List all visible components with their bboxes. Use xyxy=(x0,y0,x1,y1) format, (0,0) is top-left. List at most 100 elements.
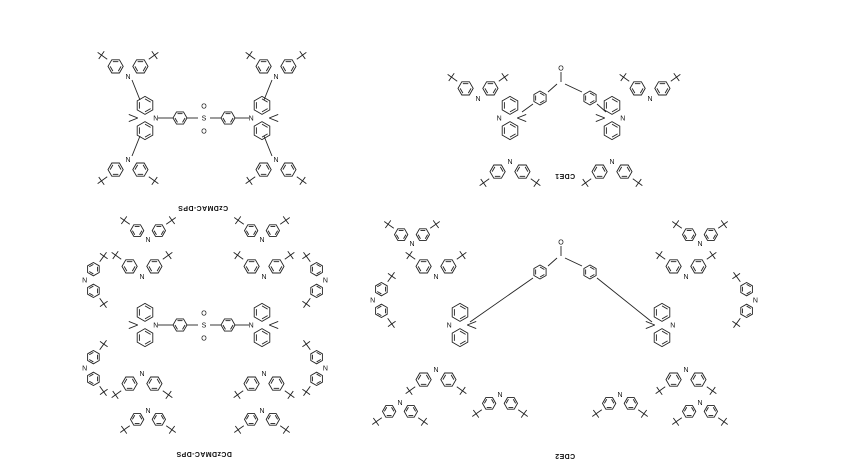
tert-butyl-bond xyxy=(303,391,307,397)
tert-butyl-bond xyxy=(103,300,108,305)
carbazole-ring xyxy=(268,376,285,391)
carbazole-ring xyxy=(129,413,145,426)
carbazole-ring xyxy=(654,81,671,96)
carbazole-nitrogen: N xyxy=(409,241,414,248)
double-bond xyxy=(442,266,447,272)
double-bond xyxy=(245,378,250,384)
tert-butyl-bond xyxy=(735,323,741,328)
tert-butyl-bond xyxy=(387,220,392,225)
tert-butyl-bond xyxy=(98,54,102,60)
tert-butyl-bond xyxy=(302,180,307,184)
tert-butyl-bond xyxy=(462,386,466,392)
tert-butyl-bond xyxy=(234,425,239,431)
carbazole-ring xyxy=(681,405,697,418)
methyl-bond xyxy=(128,320,138,326)
double-bond xyxy=(222,117,226,123)
tert-butyl-bond xyxy=(103,303,107,309)
tert-butyl-bond xyxy=(98,176,102,182)
tert-butyl-bond xyxy=(717,223,725,229)
tert-butyl-bond xyxy=(296,54,303,60)
double-bond xyxy=(144,98,151,103)
double-bond xyxy=(746,291,751,295)
double-bond xyxy=(316,285,321,289)
tert-butyl-bond xyxy=(409,390,413,395)
tert-butyl-bond xyxy=(99,343,105,351)
double-bond xyxy=(265,164,270,170)
tert-butyl-bond xyxy=(103,339,107,345)
phenyl-ring xyxy=(533,90,547,106)
tert-butyl-bond xyxy=(720,421,725,426)
tert-butyl-bond xyxy=(635,182,639,187)
bond xyxy=(596,277,653,323)
tert-butyl-bond xyxy=(148,54,155,60)
double-bond xyxy=(483,399,488,404)
carbazole-ring xyxy=(87,349,100,365)
double-bond xyxy=(142,164,147,170)
carbazole-nitrogen: N xyxy=(697,241,702,248)
double-bond xyxy=(700,374,705,380)
acridine-ring xyxy=(653,302,671,322)
double-bond xyxy=(156,378,161,384)
tert-butyl-bond xyxy=(168,429,173,434)
tert-butyl-bond xyxy=(517,409,525,415)
tert-butyl-bond xyxy=(480,178,484,184)
tert-butyl-bond xyxy=(504,74,509,78)
double-bond xyxy=(611,123,618,128)
tert-butyl-bond xyxy=(285,217,291,221)
tert-butyl-bond xyxy=(305,385,311,393)
bond xyxy=(596,103,607,113)
double-bond xyxy=(261,340,268,345)
tert-butyl-bond xyxy=(733,271,737,277)
carbazole-ring xyxy=(703,228,719,241)
tert-butyl-bond xyxy=(303,303,307,309)
double-bond xyxy=(267,415,271,420)
tert-butyl-bond xyxy=(471,413,477,417)
tert-butyl-bond xyxy=(171,219,176,225)
tert-butyl-bond xyxy=(462,252,467,256)
carbazole-ring xyxy=(265,413,281,426)
double-bond xyxy=(491,399,495,404)
carbazole-nitrogen: N xyxy=(323,278,328,285)
double-bond xyxy=(405,407,409,412)
tert-butyl-bond xyxy=(675,417,683,423)
acridine-ring xyxy=(136,328,154,348)
carbonyl-oxygen: O xyxy=(558,240,564,247)
acridine-ring xyxy=(653,328,671,348)
double-bond xyxy=(290,164,295,170)
tert-butyl-bond xyxy=(237,390,244,396)
carbazole-nitrogen: N xyxy=(397,400,402,407)
tert-butyl-bond xyxy=(120,219,125,225)
bond xyxy=(547,257,558,267)
tert-butyl-bond xyxy=(285,425,290,431)
tert-butyl-bond xyxy=(372,417,377,423)
carbazole-nitrogen: N xyxy=(609,159,614,166)
tert-butyl-bond xyxy=(671,221,677,225)
carbazole-ring xyxy=(740,303,753,319)
carbazole-ring xyxy=(310,371,323,387)
double-bond xyxy=(626,166,631,172)
tert-butyl-bond xyxy=(302,300,307,305)
carbazole-ring xyxy=(87,371,100,387)
carbazole-ring xyxy=(601,397,617,410)
methyl-bond xyxy=(128,324,138,330)
double-bond xyxy=(261,133,268,138)
tert-butyl-bond xyxy=(245,52,250,56)
carbazole-ring xyxy=(243,413,259,426)
tert-butyl-bond xyxy=(387,272,393,277)
tert-butyl-bond xyxy=(101,54,108,60)
carbazole-ring xyxy=(481,397,497,410)
acridine-nitrogen: N xyxy=(153,116,158,123)
double-bond xyxy=(377,283,382,288)
carbazole-ring xyxy=(146,259,163,274)
double-bond xyxy=(174,117,178,123)
tert-butyl-bond xyxy=(429,223,437,229)
methyl-bond xyxy=(269,320,279,326)
double-bond xyxy=(160,230,165,235)
carbazole-ring xyxy=(665,259,682,274)
double-bond xyxy=(153,415,157,420)
carbazole-nitrogen: N xyxy=(145,408,150,415)
tert-butyl-bond xyxy=(735,272,741,277)
tert-butyl-bond xyxy=(154,176,158,182)
double-bond xyxy=(174,324,178,330)
tert-butyl-bond xyxy=(115,390,122,396)
